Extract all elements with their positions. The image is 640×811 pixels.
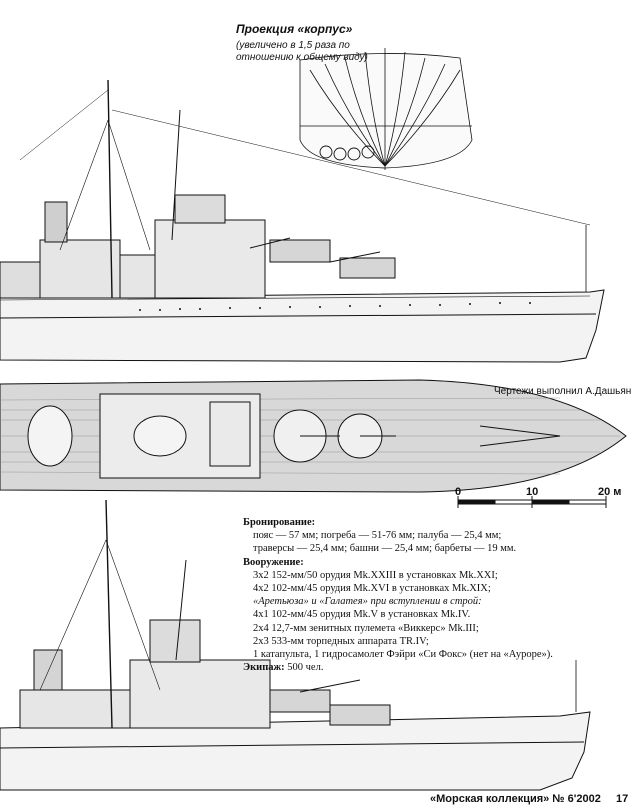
drawing-credit: Чертежи выполнил А.Дашьян (494, 386, 632, 397)
body-plan-projection (299, 48, 473, 170)
weapons-line: 2х4 12,7-мм зенитных пулемета «Виккерс» … (253, 622, 479, 634)
ship-side-profile-lower (0, 499, 591, 791)
ship-plan-view (0, 379, 627, 493)
weapons-line: 4х2 102-мм/45 орудия Mk.XVI в установках… (253, 583, 491, 595)
projection-title: Проекция «корпус» (236, 22, 353, 36)
projection-note: (увеличено в 1,5 раза по отношению к общ… (236, 40, 368, 63)
weapons-line: 2х3 533-мм торпедных аппарата TR.IV; (253, 635, 429, 647)
weapons-line: 4х1 102-мм/45 орудия Mk.V в установках M… (253, 609, 471, 621)
weapons-heading: Вооружение: (243, 556, 304, 568)
scale-label-10: 10 (526, 486, 539, 498)
crew-value: 500 чел. (287, 662, 324, 674)
magazine-footer: «Морская коллекция» № 6'2002 (430, 793, 601, 805)
weapons-line: 1 катапульта, 1 гидросамолет Фэйри «Си Ф… (253, 649, 553, 661)
page-number: 17 (616, 793, 629, 805)
weapons-note: «Аретьюза» и «Галатея» при вступлении в … (253, 596, 482, 608)
weapons-line: 3х2 152-мм/50 орудия Mk.XXIII в установк… (253, 569, 498, 581)
armor-heading: Бронирование: (243, 517, 316, 528)
scale-bar (457, 496, 607, 508)
armor-line: траверсы — 25,4 мм; башни — 25,4 мм; бар… (253, 543, 517, 555)
crew-heading: Экипаж: (243, 662, 285, 674)
ship-side-profile-upper (0, 79, 605, 363)
armor-line: пояс — 57 мм; погреба — 51-76 мм; палуба… (253, 530, 502, 542)
scale-label-20: 20 м (598, 486, 622, 498)
scale-label-0: 0 (455, 486, 462, 498)
specifications-block: Бронирование: пояс — 57 мм; погреба — 51… (243, 516, 623, 674)
crew-line: Экипаж: 500 чел. (243, 661, 623, 674)
